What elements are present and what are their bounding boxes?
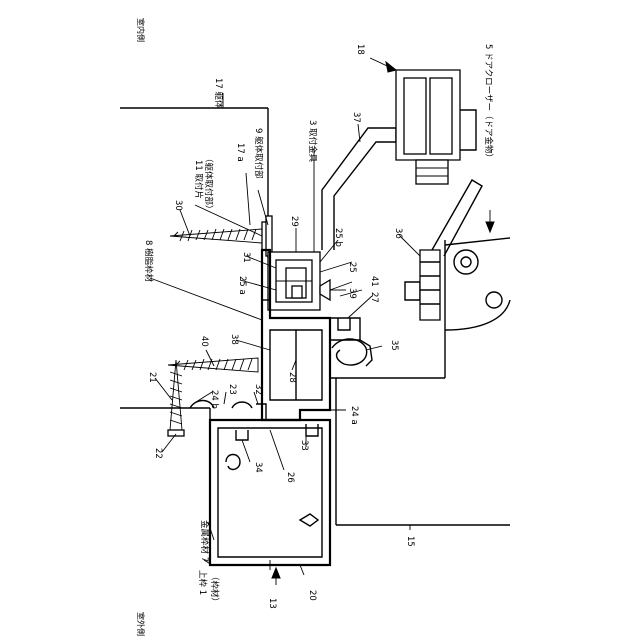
label-21: 21 — [147, 372, 157, 383]
label-41: 41 — [369, 276, 379, 287]
insulation-parts — [190, 401, 266, 421]
label-35: 35 — [389, 340, 399, 351]
metal-frame — [210, 408, 330, 565]
label-38: 38 — [229, 334, 239, 345]
label-22: 22 — [153, 448, 163, 459]
label-17: 17 躯体 — [213, 78, 224, 109]
label-18: 18 — [355, 44, 365, 55]
door-closer — [405, 238, 510, 330]
label-25: 25 — [347, 262, 357, 273]
label-1a: 上枠 1 — [197, 570, 208, 595]
label-outdoor-side: 室外側 — [136, 612, 146, 636]
label-20: 20 — [307, 590, 317, 601]
label-9: 9 躯体取付部 — [253, 128, 264, 179]
label-30: 30 — [173, 200, 183, 211]
label-36: 36 — [393, 228, 403, 239]
label-24a: 24 a — [349, 406, 359, 425]
label-23: 23 — [227, 384, 237, 395]
leader-lines — [150, 58, 420, 575]
label-28: 28 — [287, 372, 297, 383]
label-25a: 25 a — [237, 276, 247, 295]
label-39: 39 — [347, 288, 357, 299]
bolt-39 — [320, 280, 346, 300]
label-31: 31 — [241, 252, 251, 263]
label-3: 3 取付金具 — [307, 120, 318, 163]
arm-36 — [432, 180, 482, 256]
label-24b: 24 b — [209, 390, 219, 409]
label-34: 34 — [253, 462, 263, 473]
label-27: 27 — [369, 292, 379, 303]
label-13: 13 — [267, 598, 277, 609]
label-26: 26 — [285, 472, 295, 483]
label-17a: 17 a — [235, 143, 245, 162]
label-8: 8 樹脂枠材 — [143, 240, 154, 283]
bracket-18 — [396, 70, 476, 184]
seal-35 — [332, 339, 372, 366]
label-indoor-side: 室内側 — [136, 18, 146, 42]
label-1b: （枠材） — [209, 572, 220, 606]
label-29: 29 — [289, 216, 299, 227]
label-32: 32 — [253, 384, 263, 395]
label-5: 5 ドアクローザー（ドア金物） — [483, 44, 494, 162]
label-15: 15 — [405, 536, 415, 547]
mounting-bracket — [268, 252, 320, 310]
arrows — [272, 62, 494, 585]
label-37: 37 — [351, 112, 361, 123]
label-40: 40 — [199, 336, 209, 347]
label-33: 33 — [299, 440, 309, 451]
label-7: 金属枠材 7 — [199, 520, 210, 562]
label-25b: 25 b — [333, 228, 343, 247]
side-labels: 室内側 室外側 — [136, 18, 146, 636]
label-11b: （躯体取付部） — [203, 154, 214, 214]
label-11a: 11 取付片 — [193, 160, 204, 199]
screw-30 — [170, 216, 272, 256]
